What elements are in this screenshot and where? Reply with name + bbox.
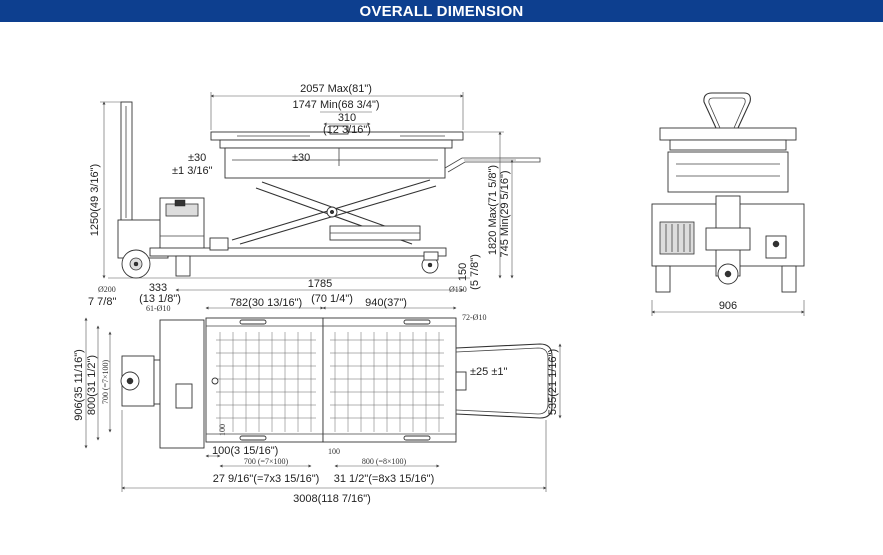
base-length-inch-label: (70 1/4") xyxy=(311,293,353,305)
tilt-mid-label: ±30 xyxy=(292,152,310,164)
rear-tow-bar xyxy=(444,157,541,173)
hole-grid xyxy=(216,332,444,432)
right-platform xyxy=(322,317,457,443)
total-width-label: 906(35 11/16") xyxy=(73,349,85,421)
side-view: 2057 Max(81") 1747 Min(68 3/4") 310 (12 … xyxy=(88,83,541,308)
header-banner: OVERALL DIMENSION xyxy=(0,0,883,22)
min-length-label: 1747 Min(68 3/4") xyxy=(292,99,379,111)
base-length-label: 1785 xyxy=(308,278,332,290)
end-width-label: 906 xyxy=(719,300,737,312)
grid-left-label: 700 (=7×100) xyxy=(244,457,289,466)
hole-right-label: 72-Ø10 xyxy=(462,313,486,322)
rear-height-inch-label: (5 7/8") xyxy=(469,254,481,290)
gap-mid-label: 100 xyxy=(328,447,340,456)
handle-bar xyxy=(120,101,133,223)
height-max-label: 1820 Max(71 5/8") xyxy=(487,165,499,255)
grid-left-inch-label: 27 9/16"(=7x3 15/16") xyxy=(213,473,320,485)
max-length-label: 2057 Max(81") xyxy=(300,83,372,95)
platform-width-label: 800(31 1/2") xyxy=(86,355,98,415)
top-view: 782(30 13/16") 940(37") 61-Ø10 72-Ø10 90… xyxy=(73,297,562,505)
pitch-100-label: 100 xyxy=(218,424,227,436)
page-title: OVERALL DIMENSION xyxy=(359,2,524,20)
left-platform xyxy=(205,317,324,443)
grid-pitch-v-label: 700 (=7×100) xyxy=(101,359,110,404)
base-frame xyxy=(149,247,447,257)
hole-left-label: 61-Ø10 xyxy=(146,304,170,313)
grid-right-inch-label: 31 1/2"(=8x3 15/16") xyxy=(334,473,434,485)
end-view: 906 xyxy=(651,92,805,316)
tilt-left-inch-label: ±1 3/16" xyxy=(172,165,213,177)
offset-label: 333 xyxy=(149,282,167,294)
slide-label: 310 xyxy=(338,112,356,124)
front-wheel-label: Ø200 xyxy=(98,285,116,294)
tow-handle xyxy=(455,343,553,419)
offset-inch-label: (13 1/8") xyxy=(139,293,181,305)
pin-adjust-label: ±25 ±1" xyxy=(470,366,507,378)
front-wheel-inch-label: 7 7/8" xyxy=(88,296,116,308)
tilt-left-label: ±30 xyxy=(188,152,206,164)
handle-height-label: 1250(49 3/16") xyxy=(89,164,101,236)
vent-grille xyxy=(659,221,695,255)
handle-width-label: 535(21 1/16") xyxy=(547,349,559,415)
right-platform-label: 940(37") xyxy=(365,297,407,309)
dimension-drawing: 2057 Max(81") 1747 Min(68 3/4") 310 (12 … xyxy=(73,83,805,505)
overall-length-label: 3008(118 7/16") xyxy=(293,493,371,505)
end-top-platform xyxy=(659,127,797,141)
slide-inch-label: (12 3/16") xyxy=(323,124,371,136)
height-min-label: 745 Min(29 5/16") xyxy=(499,170,511,257)
left-platform-label: 782(30 13/16") xyxy=(230,297,302,309)
gap-label: 100(3 15/16") xyxy=(212,445,278,457)
end-handle xyxy=(703,92,751,129)
grid-right-label: 800 (=8×100) xyxy=(362,457,407,466)
rear-wheel-label: Ø150 xyxy=(449,285,467,294)
rear-height-label: 150 xyxy=(457,263,469,281)
